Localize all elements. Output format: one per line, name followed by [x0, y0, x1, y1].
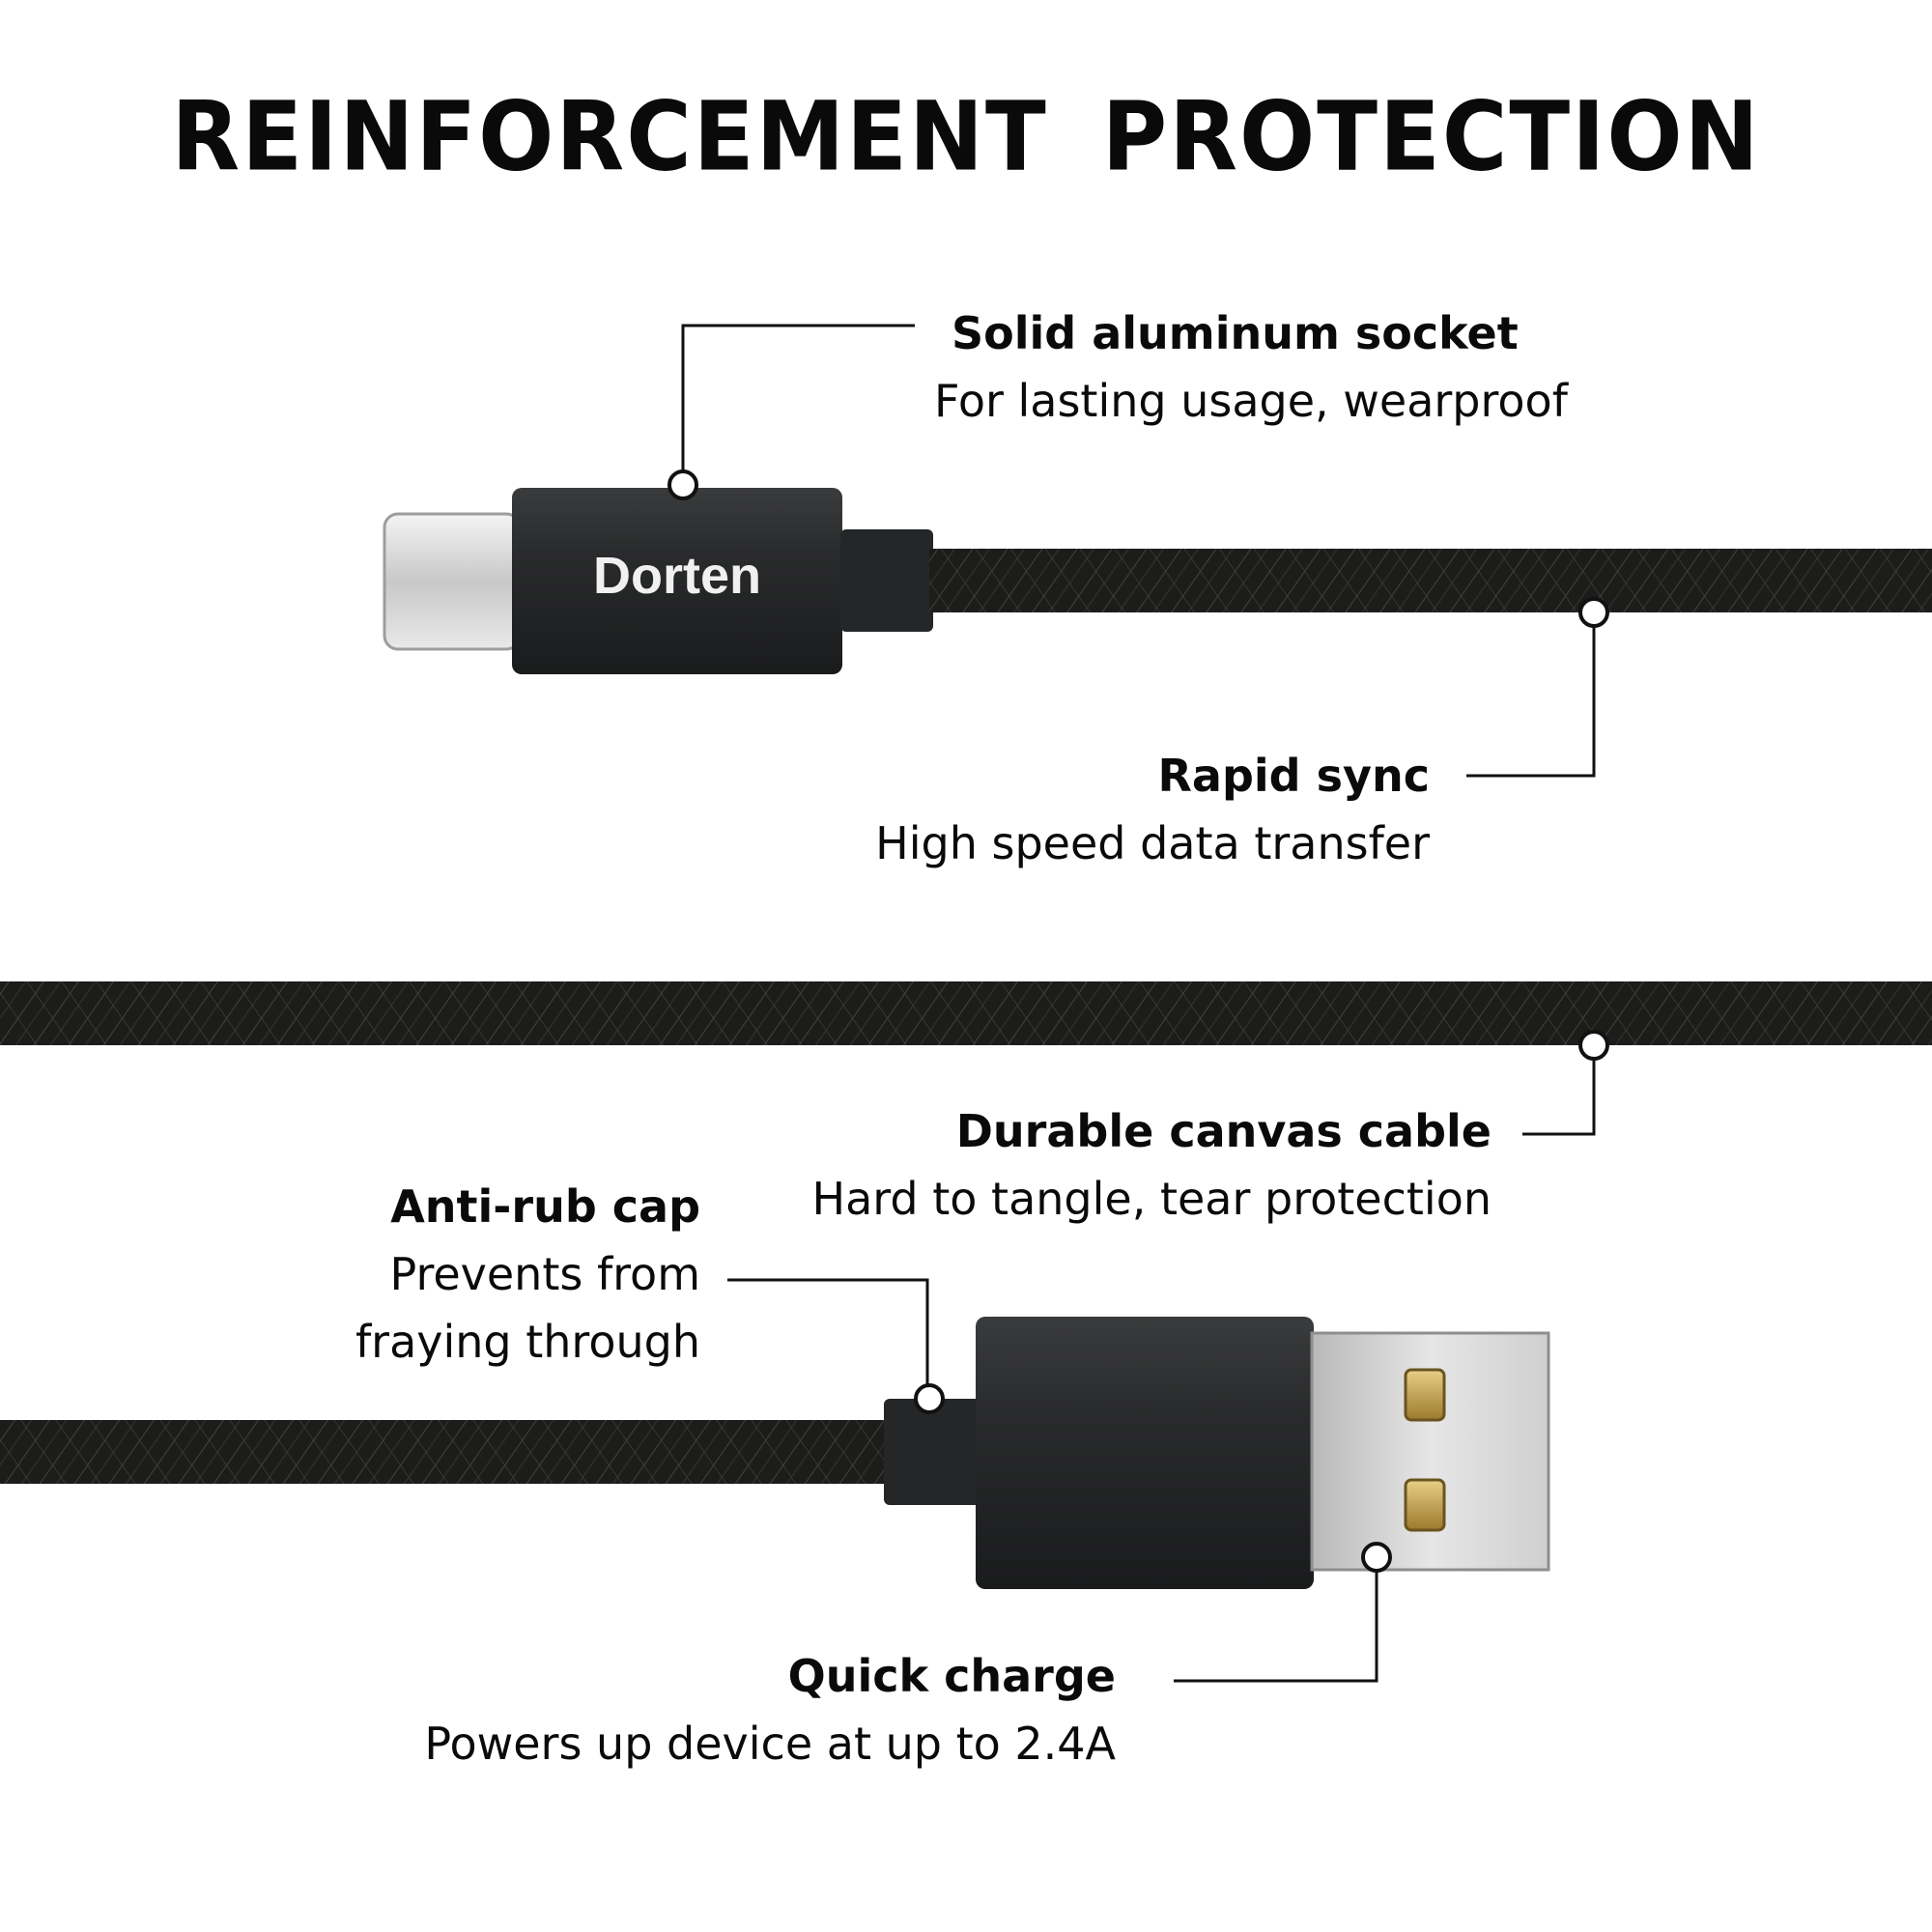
callout-charge-heading: Quick charge — [787, 1650, 1116, 1702]
callout-charge-desc: Powers up device at up to 2.4A — [424, 1718, 1116, 1770]
usb-contact-window-top — [1404, 1368, 1446, 1422]
callout-cap: Anti-rub cap Prevents from fraying throu… — [355, 1173, 700, 1376]
callout-canvas-heading: Durable canvas cable — [955, 1105, 1492, 1157]
brand-logo: Dorten — [593, 547, 761, 605]
callout-charge: Quick charge Powers up device at up to 2… — [424, 1642, 1116, 1777]
top-braided-cable — [929, 549, 1932, 612]
leader-line-canvas — [1522, 1045, 1596, 1136]
bottom-braided-cable — [0, 1420, 898, 1484]
middle-braided-cable — [0, 981, 1932, 1045]
leader-line-socket — [681, 324, 915, 483]
callout-sync-desc: High speed data transfer — [875, 817, 1430, 869]
leader-line-sync — [1466, 612, 1596, 778]
callout-canvas-desc: Hard to tangle, tear protection — [811, 1173, 1492, 1225]
callout-cap-desc-line1: Prevents from — [389, 1248, 700, 1300]
marker-dot-sync — [1578, 597, 1609, 628]
callout-socket-heading: Solid aluminum socket — [952, 307, 1519, 359]
callout-cap-heading: Anti-rub cap — [390, 1180, 700, 1233]
callout-canvas: Durable canvas cable Hard to tangle, tea… — [812, 1097, 1492, 1233]
leader-line-charge — [1174, 1570, 1378, 1683]
usb-c-connector: Dorten — [383, 488, 933, 674]
usb-a-connector — [884, 1317, 1550, 1589]
page-title: REINFORCEMENT PROTECTION — [171, 80, 1761, 193]
leader-line-cap — [727, 1278, 929, 1399]
callout-socket-desc: For lasting usage, wearproof — [934, 375, 1568, 427]
marker-dot-cap — [914, 1383, 945, 1414]
usb-contact-window-bottom — [1404, 1478, 1446, 1532]
marker-dot-socket — [668, 469, 698, 500]
callout-sync: Rapid sync High speed data transfer — [875, 742, 1430, 877]
callout-cap-desc-line2: fraying through — [355, 1316, 700, 1368]
marker-dot-canvas — [1578, 1030, 1609, 1061]
callout-sync-heading: Rapid sync — [1157, 750, 1430, 802]
marker-dot-charge — [1361, 1542, 1392, 1573]
callout-socket: Solid aluminum socket For lasting usage,… — [934, 299, 1568, 435]
